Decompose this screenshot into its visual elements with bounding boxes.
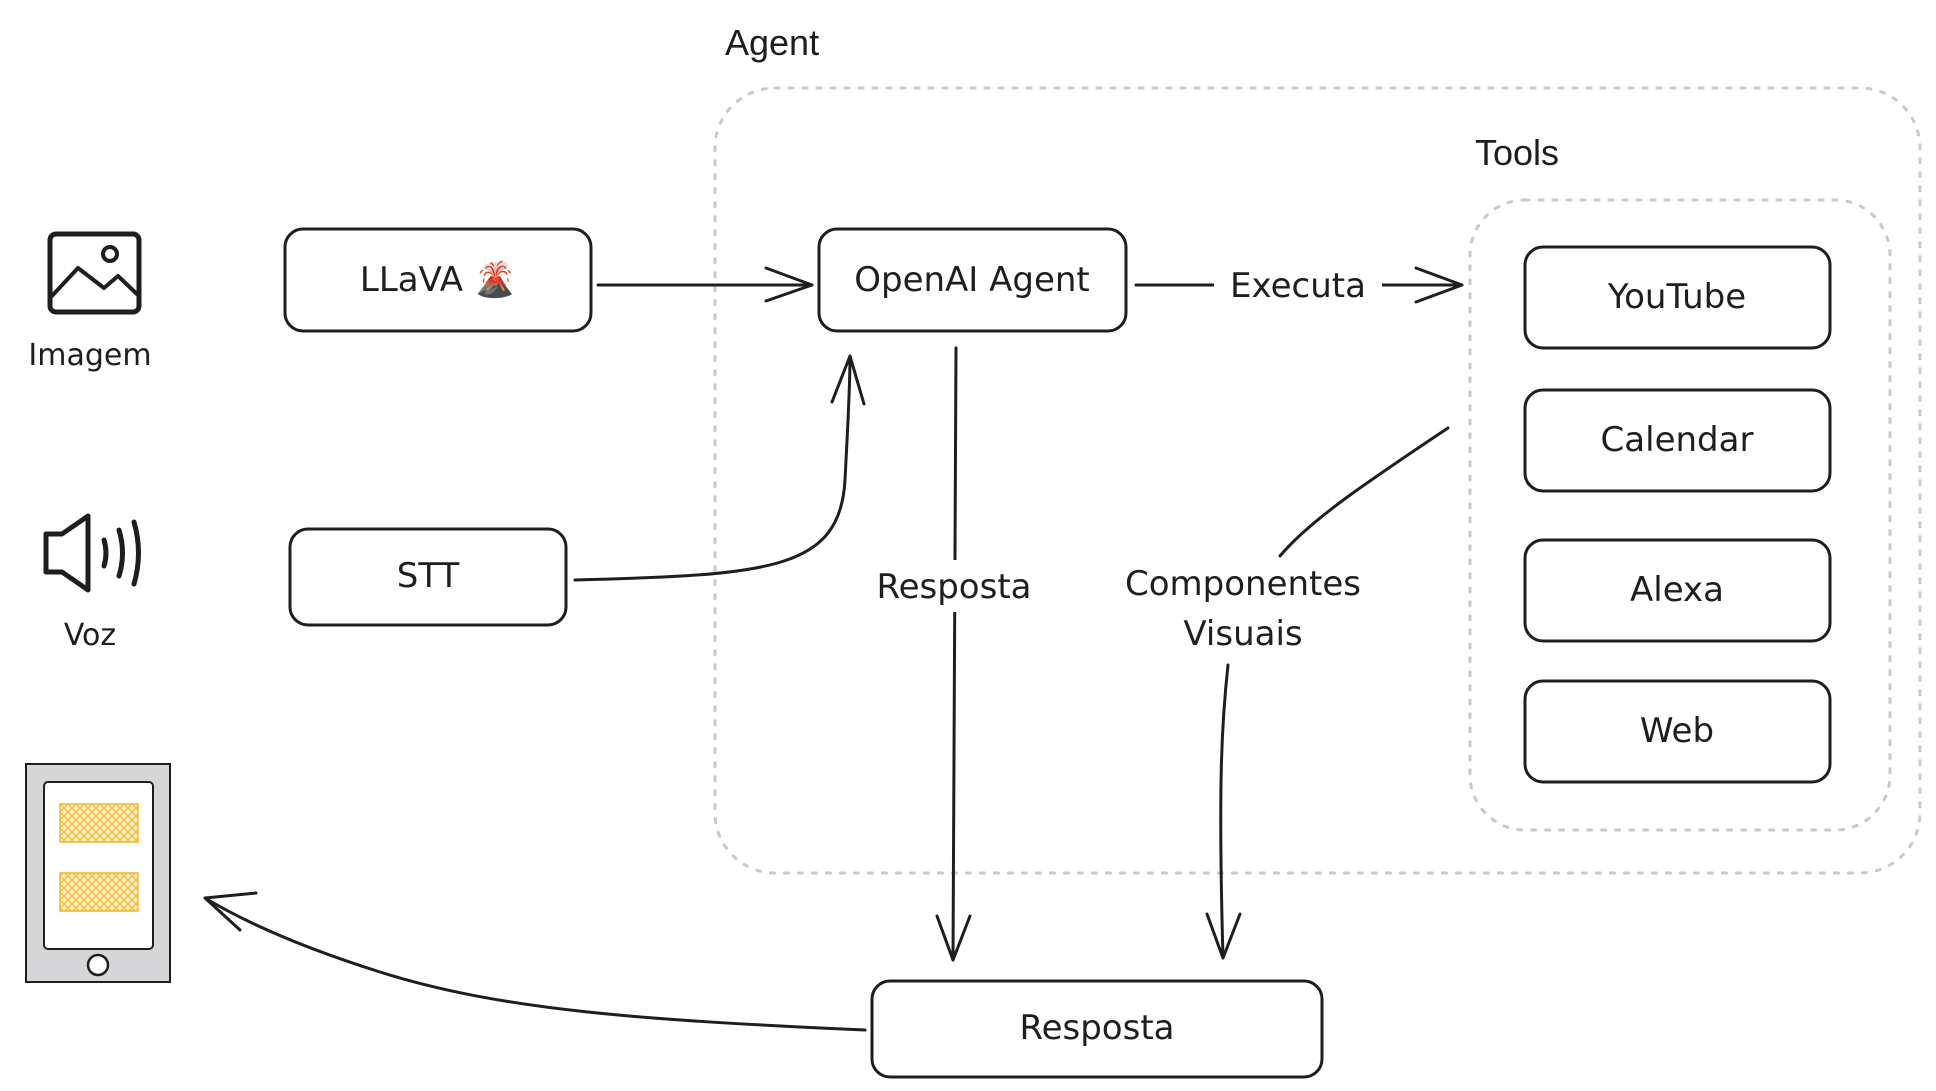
arrow-resposta-to-tablet xyxy=(203,891,867,1032)
resposta-edge-label: Resposta xyxy=(877,567,1032,607)
tool-youtube: YouTube xyxy=(1523,245,1832,350)
resposta-node: Resposta xyxy=(870,979,1324,1079)
tool-label: Alexa xyxy=(1630,570,1724,610)
arrow-agent-to-tools: Executa xyxy=(1134,262,1464,308)
llava-label: LLaVA 🌋 xyxy=(360,260,516,300)
tool-label: Calendar xyxy=(1601,420,1754,460)
arrow-llava-to-agent xyxy=(596,266,814,303)
arrow-agent-to-resposta: Resposta xyxy=(862,346,1048,962)
openai-agent-node: OpenAI Agent xyxy=(817,227,1128,333)
tools-group-title: Tools xyxy=(1475,132,1559,173)
executa-label: Executa xyxy=(1230,266,1366,306)
llava-node: LLaVA 🌋 xyxy=(283,227,593,333)
tool-calendar: Calendar xyxy=(1523,388,1832,493)
imagem-label: Imagem xyxy=(28,338,151,373)
tools-group-frame xyxy=(1468,198,1892,832)
tool-label: Web xyxy=(1640,711,1714,751)
agent-group-frame xyxy=(713,86,1922,875)
image-icon xyxy=(47,231,142,315)
voz-label: Voz xyxy=(64,618,116,653)
tool-web: Web xyxy=(1523,679,1832,784)
speaker-icon xyxy=(43,513,141,593)
tablet-icon xyxy=(25,763,171,983)
agent-group-title: Agent xyxy=(725,22,819,63)
resposta-box-label: Resposta xyxy=(1020,1008,1175,1048)
stt-label: STT xyxy=(397,556,460,596)
componentes-label-line2: Visuais xyxy=(1183,614,1302,654)
stt-node: STT xyxy=(288,527,568,627)
tool-alexa: Alexa xyxy=(1523,538,1832,643)
arrow-tools-to-resposta: Componentes Visuais xyxy=(1125,426,1450,960)
openai-agent-label: OpenAI Agent xyxy=(854,260,1090,300)
componentes-label-line1: Componentes xyxy=(1125,564,1361,604)
arrow-stt-to-agent xyxy=(573,354,866,582)
tool-label: YouTube xyxy=(1607,277,1746,317)
